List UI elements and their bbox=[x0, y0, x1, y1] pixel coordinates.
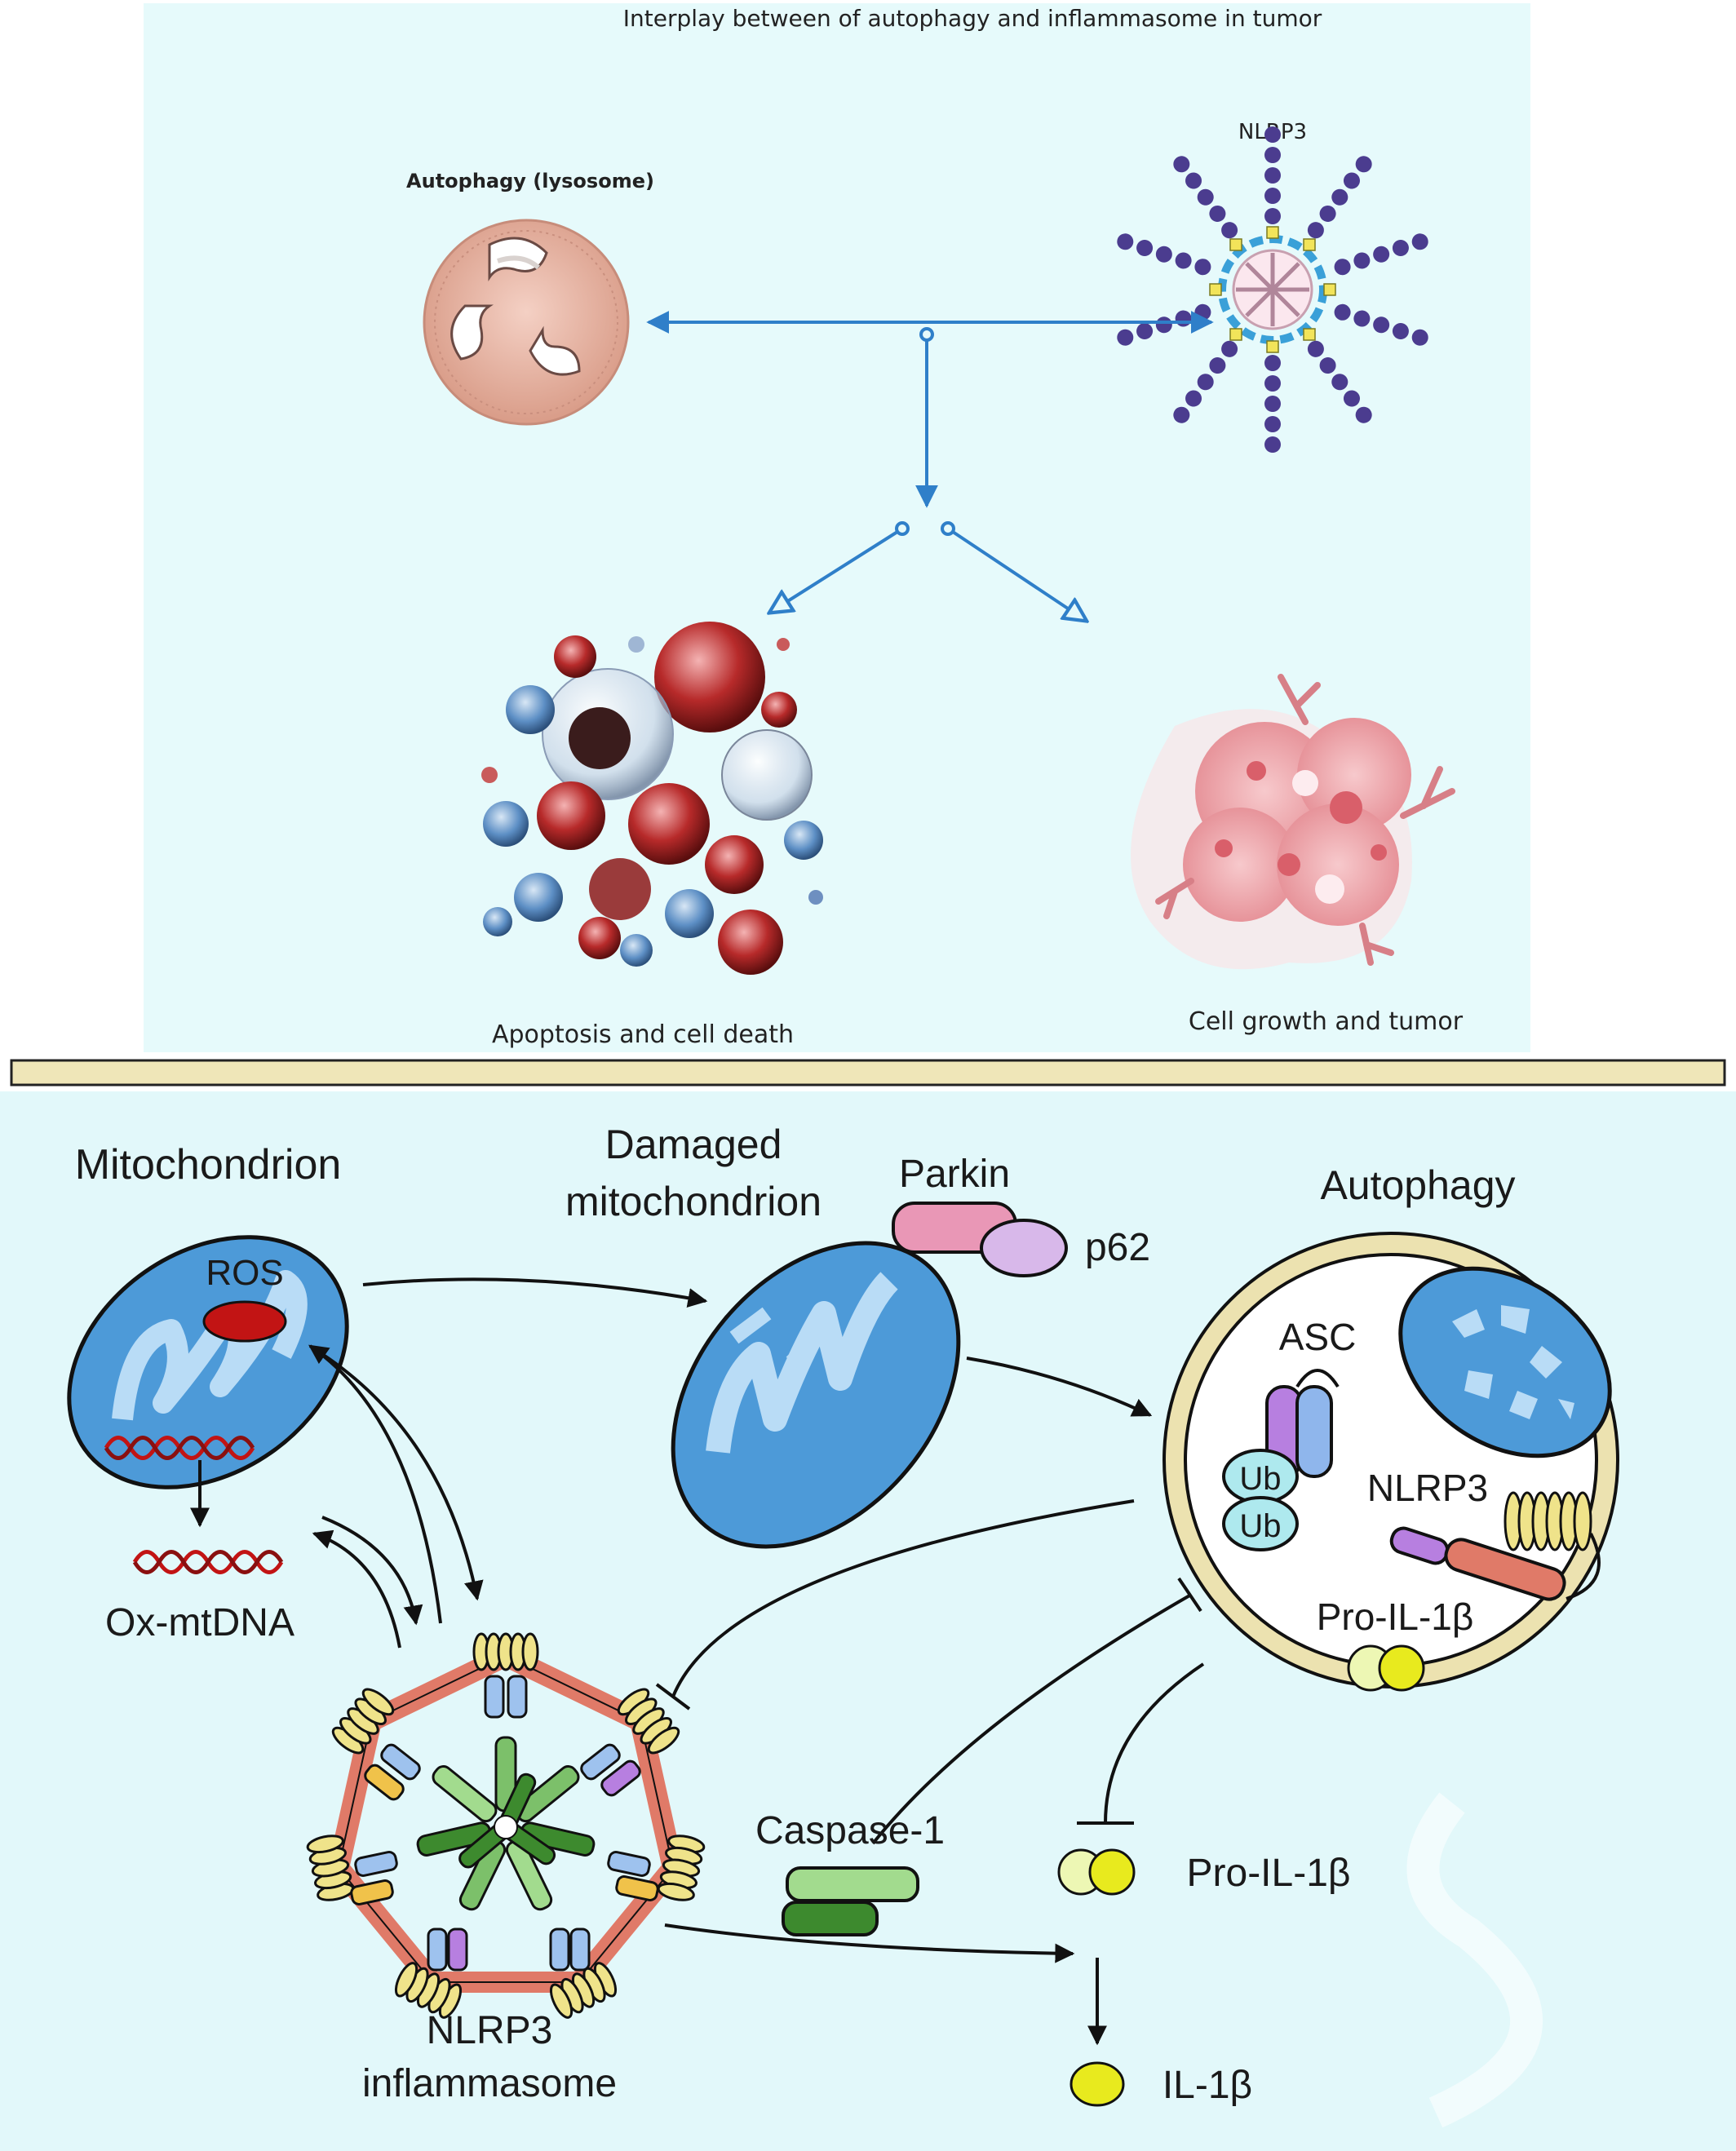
parkin-label: Parkin bbox=[899, 1153, 1010, 1196]
nlrp3-inner-label: NLRP3 bbox=[1367, 1467, 1488, 1509]
pro-il1b-label: Pro-IL-1β bbox=[1187, 1852, 1351, 1895]
tumor-growth-icon bbox=[1131, 674, 1455, 970]
nlrp3-protein-icon bbox=[1389, 1491, 1601, 1601]
damaged-mitochondrion-icon bbox=[671, 1241, 961, 1549]
ox-mtdna-icon bbox=[132, 1550, 284, 1574]
apoptosis-label: Apoptosis and cell death bbox=[492, 1020, 794, 1049]
degraded-mitochondrion-icon bbox=[1398, 1266, 1612, 1458]
il1b-icon bbox=[1070, 2061, 1125, 2107]
apoptosis-cells-icon bbox=[481, 622, 823, 975]
il1b-label: IL-1β bbox=[1162, 2064, 1252, 2107]
autophagy-label: Autophagy bbox=[1320, 1162, 1515, 1208]
ub-label-2: Ub bbox=[1239, 1508, 1281, 1544]
panel-divider bbox=[10, 1059, 1726, 1087]
ros-label: ROS bbox=[206, 1253, 283, 1293]
mitochondrion-label: Mitochondrion bbox=[75, 1141, 342, 1188]
nlrp3-inflammasome-icon bbox=[306, 1632, 706, 2019]
nlrp3-structure-icon bbox=[1117, 126, 1428, 453]
ub-chain-icon bbox=[1222, 1449, 1299, 1551]
damaged-label-line2: mitochondrion bbox=[565, 1179, 822, 1224]
top-arrows bbox=[646, 311, 1214, 620]
black-arrows bbox=[308, 1277, 1153, 2046]
bottom-panel-smudge bbox=[1406, 1792, 1543, 2128]
cell-growth-label: Cell growth and tumor bbox=[1189, 1007, 1464, 1036]
mitochondrion-icon bbox=[67, 1235, 349, 1489]
lysosome-icon bbox=[423, 219, 630, 426]
p62-icon bbox=[980, 1219, 1068, 1277]
inflammasome-label-line1: NLRP3 bbox=[427, 2009, 553, 2052]
mtdna-icon bbox=[104, 1436, 255, 1460]
caspase-1-icon bbox=[782, 1866, 919, 1936]
ub-label-1: Ub bbox=[1239, 1461, 1281, 1497]
damaged-label-line1: Damaged bbox=[605, 1122, 782, 1167]
inhibition-lines bbox=[655, 1499, 1205, 1845]
pro-il1b-icon bbox=[1057, 1848, 1136, 1896]
pro-il1b-inner-label: Pro-IL-1β bbox=[1317, 1596, 1474, 1638]
inflammasome-label-line2: inflammasome bbox=[362, 2062, 617, 2105]
caspase-1-label: Caspase-1 bbox=[755, 1809, 945, 1852]
pro-il1b-inner-icon bbox=[1347, 1644, 1425, 1692]
p62-label: p62 bbox=[1085, 1226, 1150, 1269]
ox-mtdna-label: Ox-mtDNA bbox=[105, 1601, 294, 1644]
autophagy-lysosome-label: Autophagy (lysosome) bbox=[406, 170, 654, 193]
top-title: Interplay between of autophagy and infla… bbox=[623, 5, 1322, 32]
asc-label: ASC bbox=[1279, 1316, 1357, 1358]
